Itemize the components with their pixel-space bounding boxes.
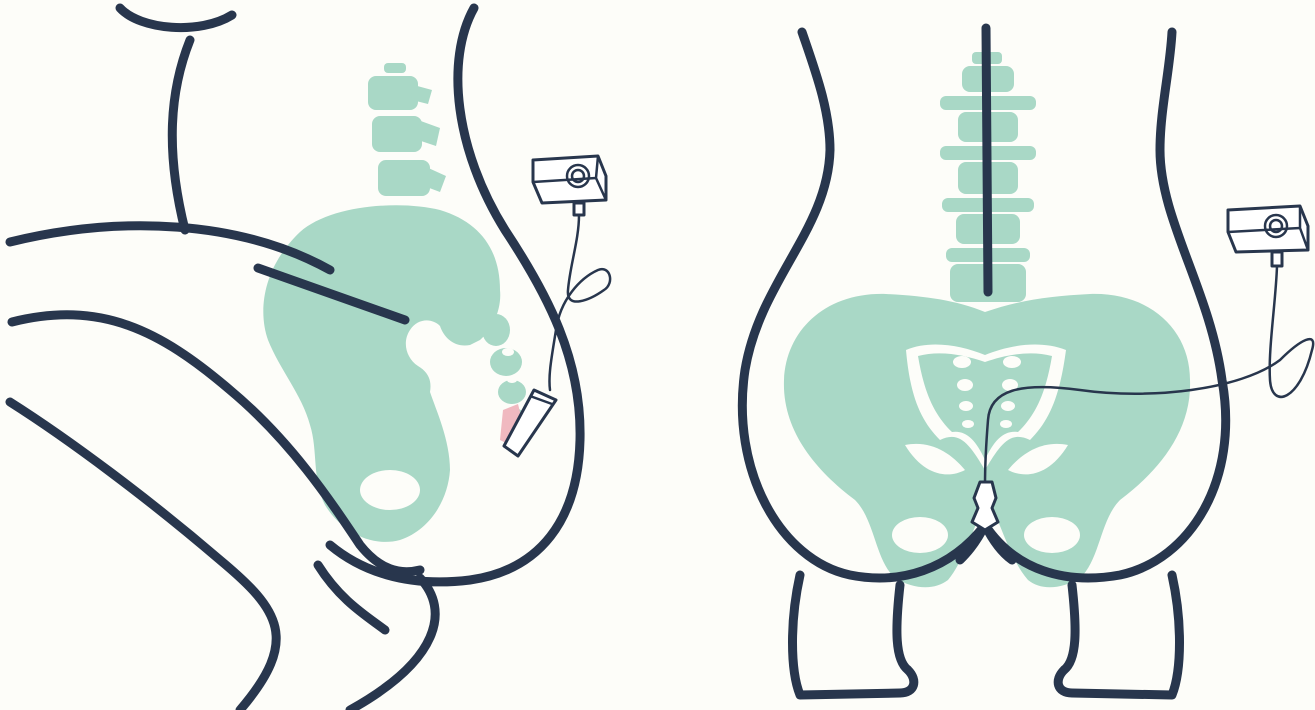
right-obturator-foramen bbox=[1024, 517, 1080, 553]
side-view-panel bbox=[10, 8, 610, 710]
stimulator-device-icon bbox=[533, 156, 606, 215]
probe-icon bbox=[972, 482, 998, 530]
lumbar-spine-icon bbox=[368, 63, 446, 196]
left-obturator-foramen bbox=[892, 517, 948, 553]
obturator-foramen bbox=[360, 470, 420, 510]
stimulator-device-icon bbox=[1228, 206, 1308, 266]
device-cable bbox=[549, 215, 610, 390]
back-view-panel bbox=[742, 28, 1313, 695]
